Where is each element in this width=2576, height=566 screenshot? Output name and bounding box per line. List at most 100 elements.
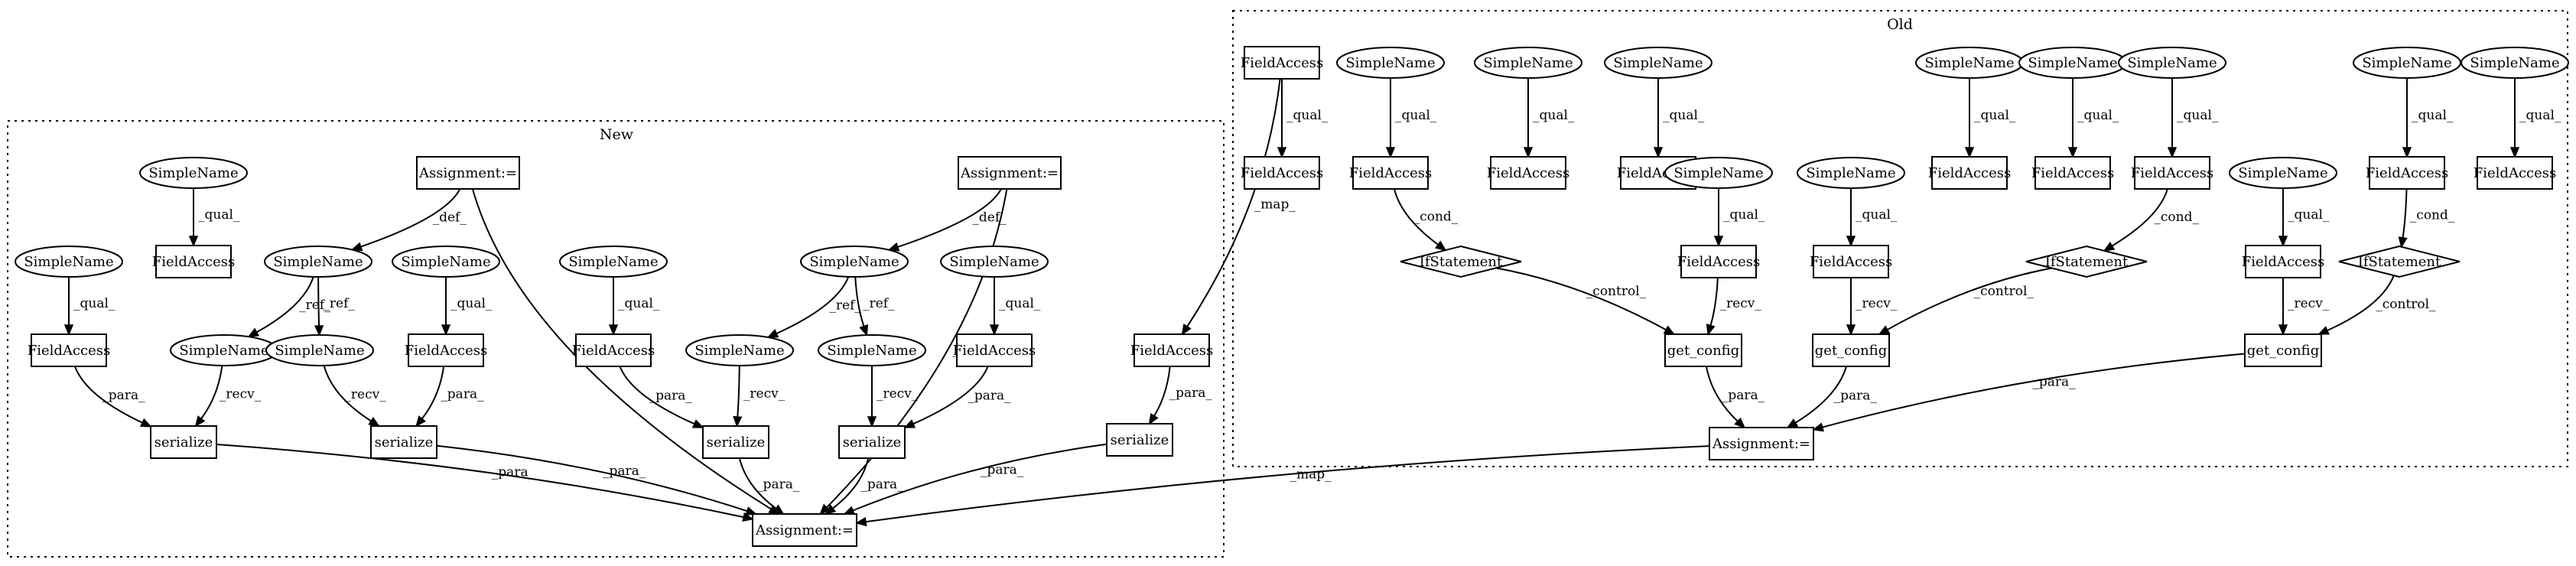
node-label: Assignment:= xyxy=(1712,436,1810,452)
node-label: Assignment:= xyxy=(418,165,517,181)
edge-o_gc1-to-o_asg: _para_ xyxy=(1705,366,1765,429)
edge-n_ser1-to-n_asg_main: _para_ xyxy=(216,444,754,522)
edge-label: _map_ xyxy=(1290,467,1332,482)
edge-o_sn10-to-o_fa10: _qual_ xyxy=(2402,78,2454,158)
edge-n_sn_e-to-n_fa_e: _qual_ xyxy=(989,276,1041,336)
edge-o_fa10-to-o_if3: _cond_ xyxy=(2398,188,2455,249)
edge-n_fa_b-to-n_ser1: _para_ xyxy=(73,366,152,428)
edge-o_sn6-to-o_fa6: _qual_ xyxy=(1964,78,2016,158)
edge-o_fa0-to-o_fa0b: _qual_ xyxy=(1277,79,1329,158)
node-ifstatement: IfStatement xyxy=(1400,245,1522,278)
node-label: SimpleName xyxy=(2470,55,2559,71)
node-label: FieldAccess xyxy=(152,254,235,270)
edge-label: _para_ xyxy=(1722,388,1765,403)
node-label: SimpleName xyxy=(568,254,658,270)
node-label: FieldAccess xyxy=(405,343,487,359)
edge-label: _para_ xyxy=(102,388,145,403)
node-assignment: Assignment:= xyxy=(416,156,520,190)
node-simplename: SimpleName xyxy=(685,334,794,366)
edge-label: _para_ xyxy=(603,464,646,479)
edge-o_sn9-to-o_fa9: _qual_ xyxy=(2278,187,2330,247)
edge-n_sn_a-to-n_fa_a: _qual_ xyxy=(188,188,240,247)
node-simplename: SimpleName xyxy=(559,246,668,278)
node-label: serialize xyxy=(843,434,902,451)
node-label: Assignment:= xyxy=(755,522,854,538)
edge-label: _para_ xyxy=(492,465,535,480)
edge-label: _qual_ xyxy=(2288,207,2330,223)
edge-o_gc3-to-o_asg: _para_ xyxy=(1812,353,2246,432)
node-serialize: serialize xyxy=(1106,423,1173,457)
edge-label: _ref_ xyxy=(863,296,895,311)
node-simplename: SimpleName xyxy=(2018,47,2127,79)
edge-n_fa_d-to-n_ser3: _para_ xyxy=(619,366,704,428)
node-simplename: SimpleName xyxy=(170,334,278,366)
edge-n_sn_ref3-to-n_ser3: _recv_ xyxy=(733,365,785,428)
edge-label: _control_ xyxy=(1974,284,2034,299)
edge-n_sn_ref4-to-n_ser4: _recv_ xyxy=(867,366,919,428)
node-label: FieldAccess xyxy=(572,343,655,359)
edge-label: _qual_ xyxy=(1286,108,1329,123)
edge-label: _control_ xyxy=(1586,284,1647,299)
node-fieldaccess: FieldAccess xyxy=(953,333,1036,367)
edge-o_sn1-to-o_fa1: _qual_ xyxy=(1385,77,1437,158)
node-simplename: SimpleName xyxy=(1797,157,1905,189)
edge-o_fa8-to-o_if2: _cond_ xyxy=(2103,188,2199,252)
edge-label: _qual_ xyxy=(1723,207,1765,223)
node-serialize: serialize xyxy=(838,425,906,459)
edge-label: _qual_ xyxy=(2519,108,2561,123)
edge-o_fa0-to-n_fa_map: _map_ xyxy=(1181,78,1296,336)
node-label: SimpleName xyxy=(2238,165,2327,181)
cluster-new: New xyxy=(7,120,1225,558)
edge-label: _para_ xyxy=(860,477,904,493)
edge-n_sn_def2-to-n_sn_ref3: _ref_ xyxy=(766,276,861,338)
node-label: serialize xyxy=(154,434,213,451)
node-simplename: SimpleName xyxy=(264,246,372,278)
node-fieldaccess: FieldAccess xyxy=(1928,156,2011,190)
edge-o_sn2-to-o_fa2: _qual_ xyxy=(1523,78,1575,158)
edge-o_fa5-to-o_gc2: _recv_ xyxy=(1846,278,1898,336)
node-label: SimpleName xyxy=(275,343,364,359)
node-label: IfStatement xyxy=(2358,254,2441,270)
edge-n_ser3-to-n_asg_main: _para_ xyxy=(738,457,800,516)
edge-n_sn_ref1-to-n_ser1: _recv_ xyxy=(194,365,262,428)
edge-label: _qual_ xyxy=(999,296,1041,311)
node-label: SimpleName xyxy=(1483,55,1573,71)
node-fieldaccess: FieldAccess xyxy=(1241,46,1323,80)
edge-label: _cond_ xyxy=(1413,210,1459,225)
edge-label: _recv_ xyxy=(1720,296,1762,311)
node-simplename: SimpleName xyxy=(940,246,1049,278)
node-label: FieldAccess xyxy=(1241,55,1323,71)
node-label: SimpleName xyxy=(2127,55,2217,71)
node-fieldaccess: FieldAccess xyxy=(2242,245,2324,278)
node-label: SimpleName xyxy=(401,254,490,270)
node-label: SimpleName xyxy=(809,254,899,270)
node-fieldaccess: FieldAccess xyxy=(572,333,655,367)
node-fieldaccess: FieldAccess xyxy=(1349,156,1432,190)
node-simplename: SimpleName xyxy=(392,246,500,278)
edge-label: _para_ xyxy=(2032,375,2076,390)
edge-n_ser2-to-n_asg_main: _para_ xyxy=(436,444,758,516)
node-label: FieldAccess xyxy=(1241,165,1323,181)
edge-n_fa_e-to-n_ser4: _para_ xyxy=(903,366,1011,428)
node-label: FieldAccess xyxy=(1130,343,1213,359)
node-label: serialize xyxy=(1111,432,1169,448)
node-simplename: SimpleName xyxy=(139,157,248,189)
node-label: SimpleName xyxy=(1924,55,2014,71)
node-label: Assignment:= xyxy=(960,165,1059,181)
node-label: IfStatement xyxy=(2045,254,2129,270)
node-ifstatement: IfStatement xyxy=(2338,245,2461,278)
node-label: SimpleName xyxy=(2362,55,2451,71)
node-simplename: SimpleName xyxy=(2118,47,2226,79)
node-simplename: SimpleName xyxy=(1664,157,1773,189)
node-simplename: SimpleName xyxy=(265,334,374,366)
node-fieldaccess: FieldAccess xyxy=(152,245,235,278)
node-fieldaccess: FieldAccess xyxy=(405,333,487,367)
node-label: get_config xyxy=(1815,343,1887,359)
edge-label: _para_ xyxy=(756,477,800,493)
edge-label: _cond_ xyxy=(2154,210,2199,225)
node-label: SimpleName xyxy=(24,254,113,270)
node-label: get_config xyxy=(1667,343,1739,359)
edge-label: _qual_ xyxy=(2412,108,2454,123)
node-label: FieldAccess xyxy=(2474,165,2556,181)
node-label: serialize xyxy=(707,434,766,451)
